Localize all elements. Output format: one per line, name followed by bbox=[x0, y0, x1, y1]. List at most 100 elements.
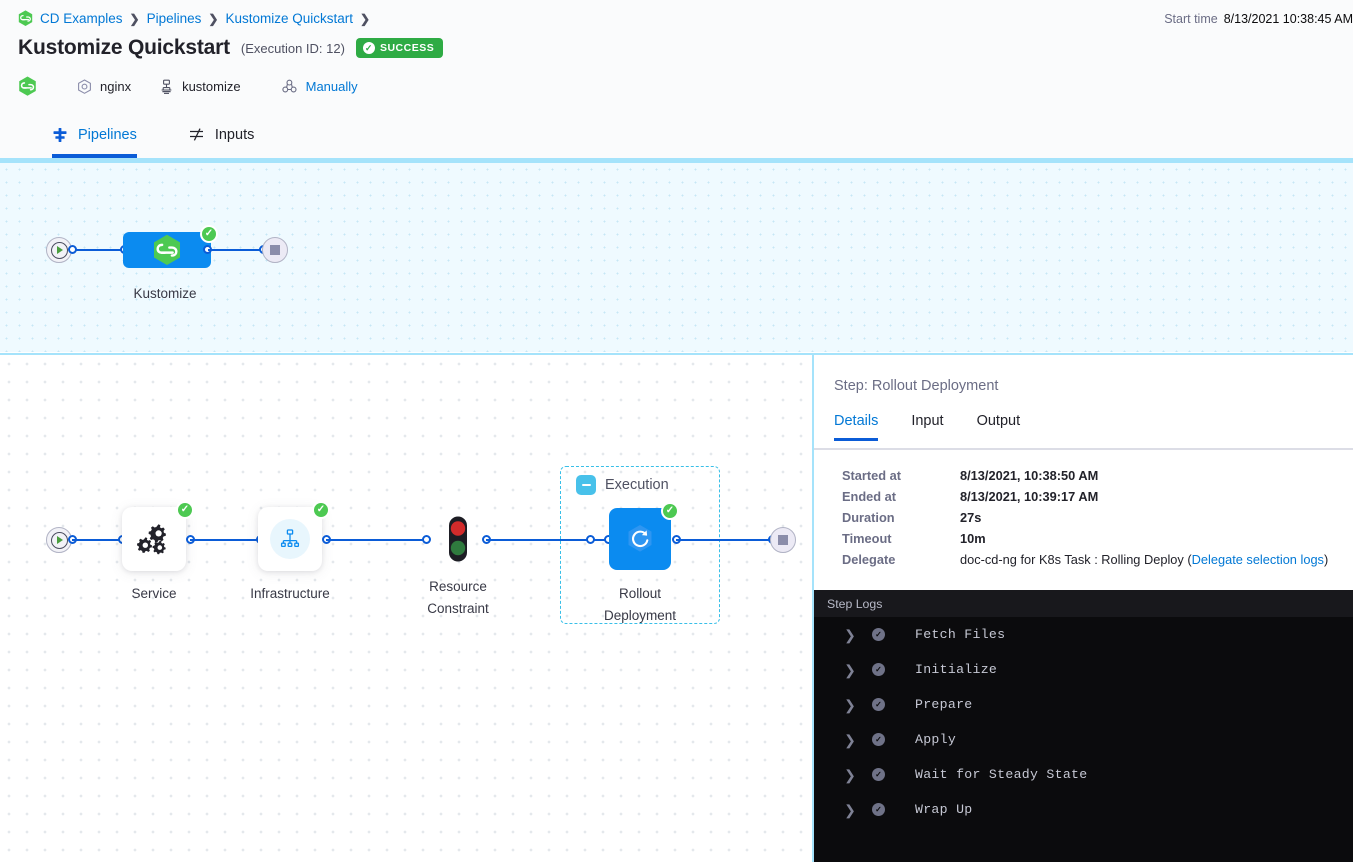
check-icon: ✓ bbox=[872, 663, 885, 676]
rollout-icon bbox=[628, 525, 652, 552]
step-details-table: Started at 8/13/2021, 10:38:50 AM Ended … bbox=[842, 468, 1328, 567]
tabs-divider bbox=[814, 448, 1353, 450]
log-section-row[interactable]: ❯ ✓ Prepare bbox=[814, 687, 1353, 722]
gears-icon bbox=[137, 524, 166, 555]
stage-step-label: Infrastructure bbox=[250, 586, 330, 601]
log-section-label: Fetch Files bbox=[915, 627, 1006, 642]
log-section-row[interactable]: ❯ ✓ Apply bbox=[814, 722, 1353, 757]
log-section-row[interactable]: ❯ ✓ Initialize bbox=[814, 652, 1353, 687]
status-check-icon: ✓ bbox=[312, 501, 330, 519]
delegate-selection-logs-link[interactable]: Delegate selection logs bbox=[1191, 552, 1324, 567]
connector-wire bbox=[326, 539, 426, 541]
detail-value-delegate: doc-cd-ng for K8s Task : Rolling Deploy … bbox=[960, 552, 1328, 567]
chevron-right-icon[interactable]: ❯ bbox=[844, 661, 856, 678]
kubernetes-icon bbox=[159, 79, 174, 95]
meta-environment-label: kustomize bbox=[182, 79, 241, 94]
breadcrumb: CD Examples ❯ Pipelines ❯ Kustomize Quic… bbox=[18, 10, 370, 27]
execution-group-header[interactable]: Execution bbox=[576, 475, 669, 495]
log-section-row[interactable]: ❯ ✓ Wrap Up bbox=[814, 792, 1353, 827]
connector-dot bbox=[586, 535, 595, 544]
execution-group-box bbox=[560, 466, 720, 624]
detail-value-timeout: 10m bbox=[960, 531, 986, 546]
play-icon bbox=[50, 241, 68, 259]
tab-pipelines-label: Pipelines bbox=[78, 127, 137, 143]
stage-step-label: Resource Constraint bbox=[388, 576, 528, 621]
main-tabs: Pipelines Inputs bbox=[0, 112, 1353, 158]
check-icon: ✓ bbox=[872, 803, 885, 816]
meta-trigger-label[interactable]: Manually bbox=[305, 79, 358, 94]
traffic-light-icon bbox=[449, 516, 467, 562]
status-badge: ✓ SUCCESS bbox=[355, 38, 444, 58]
connector-wire bbox=[486, 539, 608, 541]
stage-node-label: Kustomize bbox=[133, 286, 197, 301]
log-section-row[interactable]: ❯ ✓ Wait for Steady State bbox=[814, 757, 1353, 792]
detail-value-duration: 27s bbox=[960, 510, 982, 525]
stage-step-infrastructure[interactable] bbox=[258, 507, 322, 571]
delegate-text-suffix: ) bbox=[1323, 552, 1329, 567]
connector-dot bbox=[68, 245, 77, 254]
meta-service-label: nginx bbox=[100, 79, 132, 94]
tab-inputs[interactable]: Inputs bbox=[163, 112, 281, 158]
stage-step-service[interactable] bbox=[122, 507, 186, 571]
chevron-right-icon[interactable]: ❯ bbox=[844, 731, 856, 748]
page-header: CD Examples ❯ Pipelines ❯ Kustomize Quic… bbox=[0, 0, 1353, 112]
minus-icon[interactable] bbox=[576, 475, 596, 495]
pipeline-start-node[interactable] bbox=[46, 237, 72, 263]
log-section-label: Wait for Steady State bbox=[915, 767, 1088, 782]
breadcrumb-item-kustomize-quickstart[interactable]: Kustomize Quickstart bbox=[225, 11, 353, 26]
breadcrumb-separator-icon: ❯ bbox=[360, 11, 371, 26]
meta-service: nginx bbox=[77, 78, 132, 95]
detail-key-ended-at: Ended at bbox=[842, 489, 897, 504]
execution-meta: nginx kustomize bbox=[18, 76, 358, 97]
stage-step-label: Rollout Deployment bbox=[570, 583, 710, 628]
stage-step-label: Service bbox=[131, 586, 177, 601]
detail-value-started-at: 8/13/2021, 10:38:50 AM bbox=[960, 468, 1099, 483]
breadcrumb-item-cd-examples[interactable]: CD Examples bbox=[40, 11, 123, 26]
stage-step-rollout-deployment[interactable] bbox=[609, 508, 671, 570]
tab-inputs-label: Inputs bbox=[214, 127, 255, 143]
stop-icon bbox=[270, 245, 280, 255]
step-logs-header: Step Logs bbox=[814, 590, 1353, 617]
stage-step-label-line2: Deployment bbox=[603, 608, 677, 624]
detail-key-delegate: Delegate bbox=[842, 552, 896, 567]
step-detail-tabs: Details Input Output bbox=[834, 413, 1053, 441]
execution-id: (Execution ID: 12) bbox=[240, 40, 345, 56]
chevron-right-icon[interactable]: ❯ bbox=[844, 766, 856, 783]
log-section-label: Wrap Up bbox=[915, 802, 973, 817]
chevron-right-icon[interactable]: ❯ bbox=[844, 801, 856, 818]
step-logs-panel: Step Logs ❯ ✓ Fetch Files ❯ ✓ Initialize… bbox=[814, 590, 1353, 862]
tab-details[interactable]: Details bbox=[834, 413, 879, 441]
detail-value-ended-at: 8/13/2021, 10:39:17 AM bbox=[960, 489, 1099, 504]
detail-key-started-at: Started at bbox=[842, 468, 902, 483]
stage-node-kustomize[interactable] bbox=[123, 232, 211, 268]
stage-step-resource-constraint[interactable] bbox=[444, 515, 472, 570]
chevron-right-icon[interactable]: ❯ bbox=[844, 626, 856, 643]
tab-input[interactable]: Input bbox=[911, 413, 944, 429]
pipeline-end-node[interactable] bbox=[262, 237, 288, 263]
inputs-icon bbox=[189, 127, 205, 143]
stage-canvas[interactable]: ✓ Service ✓ Infrastructure bbox=[0, 353, 814, 862]
check-icon: ✓ bbox=[872, 698, 885, 711]
check-icon: ✓ bbox=[872, 733, 885, 746]
tab-pipelines[interactable]: Pipelines bbox=[26, 112, 163, 158]
connector-wire bbox=[72, 249, 128, 251]
delegate-text: doc-cd-ng for K8s Task : Rolling Deploy … bbox=[960, 552, 1192, 567]
tab-output[interactable]: Output bbox=[976, 413, 1021, 429]
detail-key-duration: Duration bbox=[842, 510, 895, 525]
check-icon: ✓ bbox=[362, 42, 375, 54]
step-title: Step: Rollout Deployment bbox=[834, 378, 999, 394]
breadcrumb-item-pipelines[interactable]: Pipelines bbox=[146, 11, 202, 26]
status-check-icon: ✓ bbox=[661, 502, 679, 520]
log-section-label: Initialize bbox=[915, 662, 998, 677]
chevron-right-icon[interactable]: ❯ bbox=[844, 696, 856, 713]
log-section-row[interactable]: ❯ ✓ Fetch Files bbox=[814, 617, 1353, 652]
pipeline-canvas-top[interactable]: ✓ Kustomize bbox=[0, 158, 1353, 352]
connector-wire bbox=[72, 539, 122, 541]
step-logs-title: Step Logs bbox=[827, 596, 883, 611]
breadcrumb-separator-icon: ❯ bbox=[129, 11, 140, 26]
stage-end-node[interactable] bbox=[770, 527, 796, 553]
log-section-label: Prepare bbox=[915, 697, 973, 712]
meta-trigger[interactable]: Manually bbox=[281, 79, 358, 94]
